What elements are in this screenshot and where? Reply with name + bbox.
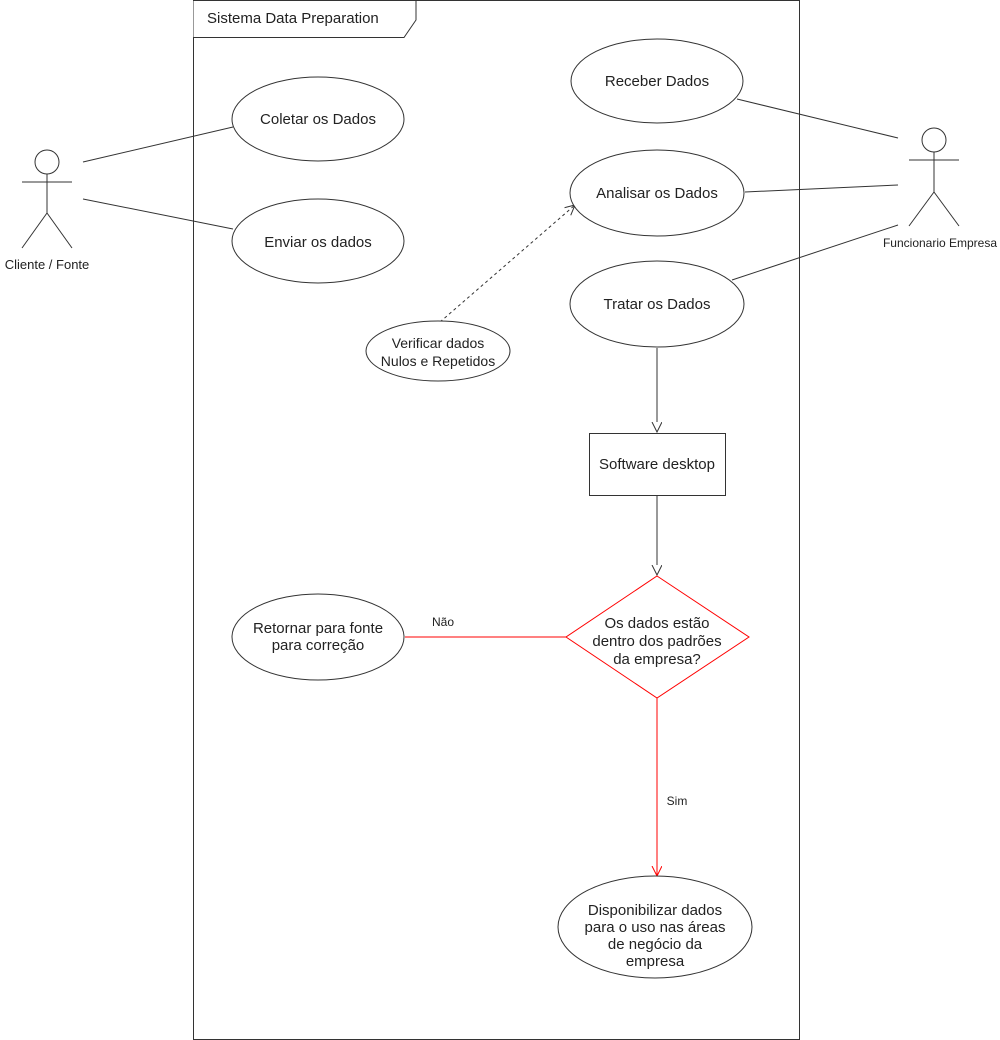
actor-client[interactable]: Cliente / Fonte bbox=[5, 149, 90, 272]
actor-employee-label: Funcionario Empresa bbox=[883, 236, 997, 250]
assoc-client-enviar bbox=[82, 198, 234, 230]
associations bbox=[82, 98, 899, 281]
software-label: Software desktop bbox=[599, 456, 715, 473]
usecase-disponibilizar-line-3: de negócio da bbox=[608, 936, 703, 953]
usecase-disponibilizar-line-4: empresa bbox=[626, 953, 685, 970]
decision-line-2: dentro dos padrões bbox=[592, 633, 721, 650]
system-title: Sistema Data Preparation bbox=[207, 10, 379, 27]
decision-line-1: Os dados estão bbox=[604, 615, 709, 632]
usecase-verificar-line-2: Nulos e Repetidos bbox=[381, 353, 495, 369]
usecase-analisar-label: Analisar os Dados bbox=[596, 185, 718, 202]
dependency-verificar-analisar bbox=[439, 205, 575, 323]
usecase-coletar-label: Coletar os Dados bbox=[260, 111, 376, 128]
actor-employee-head bbox=[921, 127, 947, 153]
usecase-retornar-line-2: para correção bbox=[272, 637, 365, 654]
edge-no-label: Não bbox=[432, 615, 454, 629]
decision-diamond[interactable]: Os dados estão dentro dos padrões da emp… bbox=[565, 575, 750, 699]
decision-line-3: da empresa? bbox=[613, 651, 701, 668]
assoc-client-coletar bbox=[82, 126, 234, 163]
usecase-receber[interactable]: Receber Dados bbox=[570, 38, 744, 124]
actor-employee[interactable]: Funcionario Empresa bbox=[883, 127, 997, 250]
usecase-tratar-label: Tratar os Dados bbox=[604, 296, 711, 313]
usecase-disponibilizar-line-1: Disponibilizar dados bbox=[588, 902, 722, 919]
assoc-employee-receber bbox=[736, 98, 899, 139]
usecase-retornar[interactable]: Retornar para fonte para correção bbox=[231, 593, 405, 681]
usecase-verificar-line-1: Verificar dados bbox=[392, 335, 485, 351]
assoc-employee-analisar bbox=[744, 184, 899, 193]
usecase-verificar[interactable]: Verificar dados Nulos e Repetidos bbox=[365, 320, 511, 382]
software-box[interactable]: Software desktop bbox=[589, 433, 726, 496]
usecase-tratar[interactable]: Tratar os Dados bbox=[569, 260, 745, 348]
edge-yes-label: Sim bbox=[667, 794, 688, 808]
usecase-analisar[interactable]: Analisar os Dados bbox=[569, 149, 745, 237]
usecase-disponibilizar-line-2: para o uso nas áreas bbox=[585, 919, 726, 936]
usecase-enviar-label: Enviar os dados bbox=[264, 234, 372, 251]
usecase-retornar-line-1: Retornar para fonte bbox=[253, 620, 383, 637]
actor-client-label: Cliente / Fonte bbox=[5, 257, 90, 272]
usecase-enviar[interactable]: Enviar os dados bbox=[231, 198, 405, 284]
usecase-receber-label: Receber Dados bbox=[605, 73, 709, 90]
system-title-tab bbox=[193, 0, 417, 38]
assoc-employee-tratar bbox=[731, 224, 899, 281]
usecase-disponibilizar[interactable]: Disponibilizar dados para o uso nas área… bbox=[557, 875, 753, 979]
actor-client-head bbox=[34, 149, 60, 175]
usecase-coletar[interactable]: Coletar os Dados bbox=[231, 76, 405, 162]
